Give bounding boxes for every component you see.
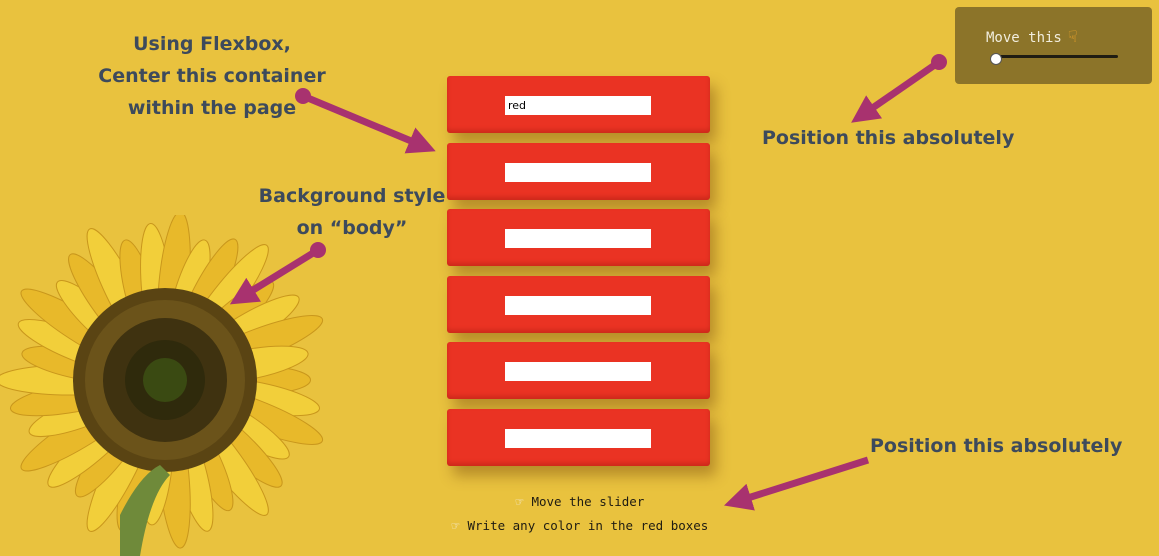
slider-thumb[interactable] bbox=[990, 53, 1002, 65]
hand-pointing-right-icon: ☞ bbox=[451, 519, 460, 534]
flexbox-annotation-line2: Center this container bbox=[98, 65, 326, 87]
instruction-line-color: ☞ Write any color in the red boxes bbox=[440, 514, 720, 538]
color-input[interactable] bbox=[505, 229, 651, 249]
position-bottom-annotation: Position this absolutely bbox=[870, 435, 1123, 457]
instruction-text-color: Write any color in the red boxes bbox=[467, 518, 709, 533]
flexbox-annotation-line3: within the page bbox=[127, 97, 297, 119]
color-box bbox=[447, 408, 710, 466]
color-input[interactable] bbox=[505, 428, 651, 448]
hand-pointing-down-icon: ☟ bbox=[1067, 27, 1078, 46]
hand-pointing-right-icon: ☞ bbox=[515, 495, 524, 510]
color-box bbox=[447, 76, 710, 133]
slider-panel: Move this ☟ bbox=[955, 7, 1152, 84]
background-annotation-line1: Background style bbox=[258, 185, 446, 207]
slider-label: Move this bbox=[986, 30, 1062, 46]
flexbox-annotation: Using Flexbox, Center this container wit… bbox=[92, 28, 332, 124]
background-annotation: Background style on “body” bbox=[250, 180, 454, 244]
position-top-annotation: Position this absolutely bbox=[762, 127, 1015, 149]
position-bottom-arrow bbox=[723, 456, 870, 511]
color-box bbox=[447, 275, 710, 333]
sunflower-image bbox=[0, 215, 340, 556]
slider-label-row: Move this ☟ bbox=[986, 27, 1078, 46]
instruction-line-slider: ☞ Move the slider bbox=[440, 490, 720, 514]
color-box bbox=[447, 142, 710, 200]
background-annotation-line2: on “body” bbox=[296, 217, 408, 239]
instruction-text-slider: Move the slider bbox=[531, 494, 645, 509]
color-input[interactable] bbox=[505, 295, 651, 315]
color-input[interactable] bbox=[505, 162, 651, 182]
instructions: ☞ Move the slider ☞ Write any color in the… bbox=[440, 490, 720, 538]
color-box bbox=[447, 209, 710, 267]
slider-track[interactable] bbox=[992, 55, 1118, 58]
color-box-container bbox=[447, 76, 710, 476]
color-input[interactable] bbox=[505, 362, 651, 382]
color-input[interactable] bbox=[505, 96, 651, 115]
position-top-arrow bbox=[851, 54, 947, 123]
color-box bbox=[447, 342, 710, 400]
flexbox-annotation-line1: Using Flexbox, bbox=[133, 33, 291, 55]
